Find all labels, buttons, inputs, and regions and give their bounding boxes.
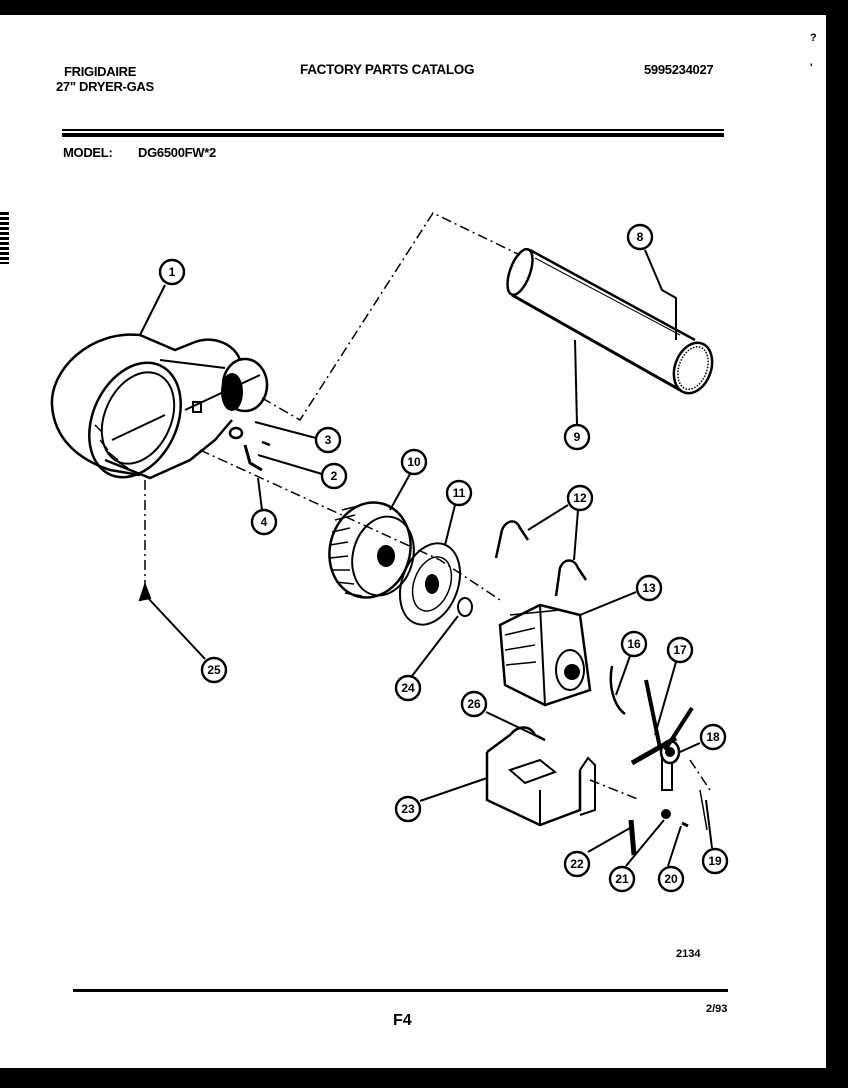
exhaust-duct-part [506, 247, 714, 395]
callout-18: 18 [699, 723, 727, 751]
scan-border-bottom [0, 1068, 848, 1088]
callout-3: 3 [314, 426, 342, 454]
motor-bracket-part [485, 726, 596, 827]
header-rule-thick [62, 133, 724, 137]
callout-16: 16 [620, 630, 648, 658]
svg-text:2: 2 [331, 469, 338, 483]
product-name: 27" DRYER-GAS [56, 79, 154, 94]
model-number: DG6500FW*2 [138, 145, 216, 160]
scan-border-top [0, 0, 848, 15]
catalog-number: 5995234027 [644, 62, 714, 77]
callout-13: 13 [635, 574, 663, 602]
idler-arm-part [630, 679, 694, 791]
svg-text:1: 1 [169, 265, 176, 279]
callout-21: 21 [608, 865, 636, 893]
page-number: F4 [393, 1012, 412, 1029]
callout-8: 8 [626, 223, 654, 251]
callout-group: 1 2 3 4 8 9 10 11 12 13 16 17 18 19 20 2… [158, 223, 729, 893]
svg-text:4: 4 [261, 515, 268, 529]
callout-9: 9 [563, 423, 591, 451]
revision-date: 2/93 [706, 1003, 728, 1015]
svg-text:25: 25 [207, 663, 221, 677]
svg-text:23: 23 [401, 802, 415, 816]
pulley-part [661, 809, 671, 819]
svg-text:8: 8 [637, 230, 644, 244]
callout-19: 19 [701, 847, 729, 875]
assembly-line [144, 212, 711, 801]
callout-11: 11 [445, 479, 473, 507]
motor-clips-part [494, 520, 588, 597]
svg-text:3: 3 [325, 433, 332, 447]
callout-23: 23 [394, 795, 422, 823]
svg-text:17: 17 [673, 643, 687, 657]
retainer-part [681, 821, 689, 828]
brand-name: FRIGIDAIRE [64, 64, 137, 79]
callout-20: 20 [657, 865, 685, 893]
header-rule-thin [62, 129, 724, 131]
blower-wheel-part [328, 501, 415, 599]
model-label: MODEL: [63, 145, 113, 160]
svg-text:22: 22 [570, 857, 584, 871]
svg-text:26: 26 [467, 697, 481, 711]
callout-4: 4 [250, 508, 278, 536]
svg-text:21: 21 [615, 872, 629, 886]
drive-motor-part [498, 603, 592, 707]
callout-leaders [139, 249, 713, 867]
fasteners-2-3-4 [228, 426, 271, 472]
svg-text:12: 12 [573, 491, 587, 505]
svg-text:18: 18 [706, 730, 720, 744]
callout-1: 1 [158, 258, 186, 286]
svg-text:10: 10 [407, 455, 421, 469]
callout-26: 26 [460, 690, 488, 718]
svg-text:16: 16 [627, 637, 641, 651]
svg-text:19: 19 [708, 854, 722, 868]
callout-24: 24 [394, 674, 422, 702]
blower-seal-part [399, 542, 461, 626]
callout-10: 10 [400, 448, 428, 476]
svg-text:20: 20 [664, 872, 678, 886]
washer-part [457, 597, 473, 617]
callout-12: 12 [566, 484, 594, 512]
callout-25: 25 [200, 656, 228, 684]
callout-17: 17 [666, 636, 694, 664]
scan-border-right [826, 0, 848, 1088]
footer-rule [73, 989, 728, 992]
spring-part [609, 665, 626, 716]
scan-mark: ' [810, 62, 813, 74]
svg-text:13: 13 [642, 581, 656, 595]
callout-22: 22 [563, 850, 591, 878]
scan-edge-marks [0, 212, 9, 264]
catalog-title: FACTORY PARTS CATALOG [300, 62, 475, 77]
scan-mark: ? [810, 32, 817, 44]
svg-text:9: 9 [574, 430, 581, 444]
svg-text:11: 11 [453, 486, 466, 500]
figure-number: 2134 [676, 948, 701, 960]
callout-2: 2 [320, 462, 348, 490]
screw-part [138, 582, 152, 602]
screw-line [699, 789, 708, 831]
idler-spring-part [628, 819, 637, 856]
blower-housing-part [50, 333, 269, 480]
svg-text:24: 24 [401, 681, 415, 695]
